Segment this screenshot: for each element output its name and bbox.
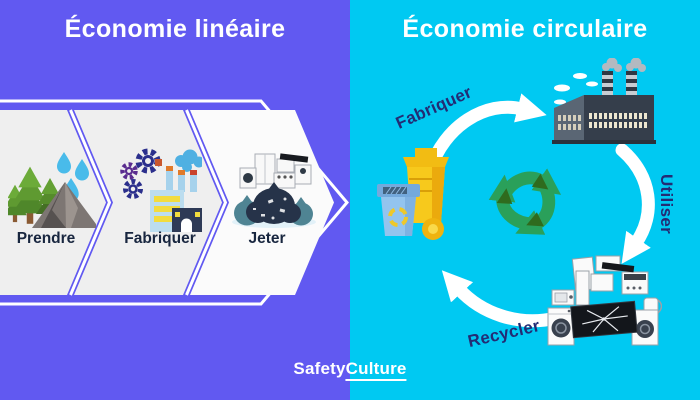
logo-culture-text: Culture [345, 359, 407, 381]
step-label-jeter: Jeter [248, 230, 286, 247]
logo-safety-text: Safety [293, 359, 346, 378]
recycling-bins-icon [377, 148, 449, 240]
electronic-waste-icon [547, 255, 662, 346]
safetyculture-logo: SafetyCulture [293, 359, 407, 381]
trash-bags-appliances-icon [232, 153, 316, 228]
circular-economy-title: Économie circulaire [402, 15, 648, 43]
factory-smokestacks-icon [552, 58, 656, 144]
cycle-label-utiliser: Utiliser [657, 173, 676, 235]
circular-economy-panel: Économie circulaire [350, 0, 700, 400]
linear-economy-panel: Économie linéaire [0, 0, 350, 400]
step-label-fabriquer: Fabriquer [124, 230, 196, 247]
recycle-arrows-icon [488, 168, 562, 235]
curved-arrow-waste-to-bins [441, 270, 563, 328]
factory-gears-icon [120, 148, 202, 232]
forest-mountain-water-icon [8, 152, 96, 228]
linear-economy-title: Économie linéaire [64, 15, 286, 43]
curved-arrow-factory-to-waste [615, 143, 655, 264]
step-label-prendre: Prendre [16, 230, 76, 247]
